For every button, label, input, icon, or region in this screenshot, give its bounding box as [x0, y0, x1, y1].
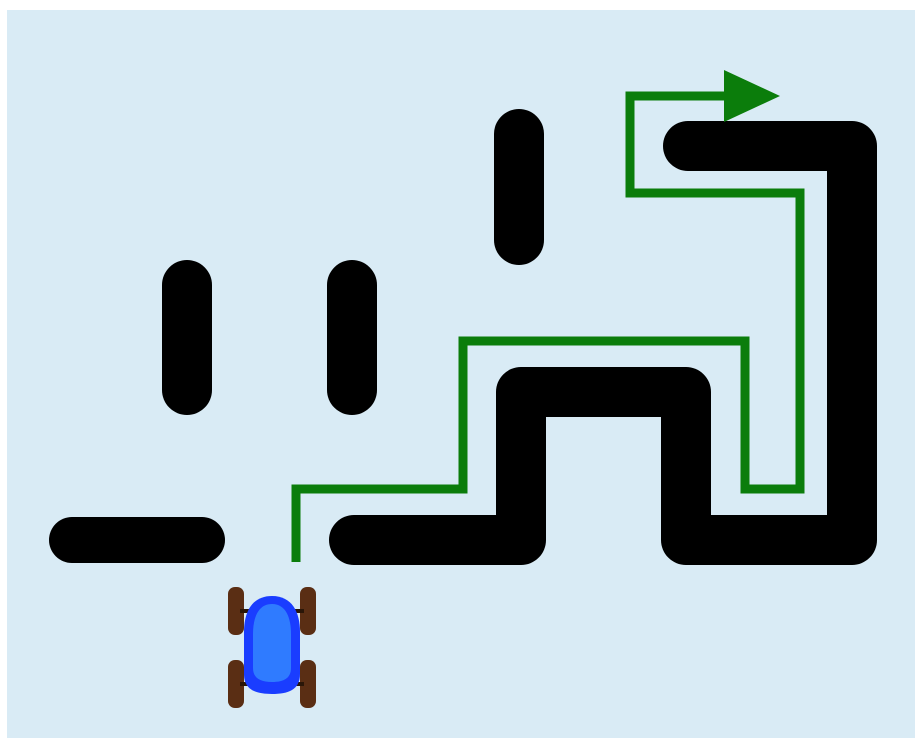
wheel-rear-right: [300, 660, 316, 708]
route: [291, 70, 805, 562]
walls: [49, 109, 877, 565]
robot-highlight: [253, 604, 291, 682]
wheel-rear-left: [228, 660, 244, 708]
green-route-line: [291, 91, 805, 562]
wall-long-snake: [329, 121, 877, 565]
robot-car-icon: [228, 587, 316, 708]
wheel-front-left: [228, 587, 244, 635]
wheel-front-right: [300, 587, 316, 635]
arrow-right-icon: [724, 70, 780, 122]
